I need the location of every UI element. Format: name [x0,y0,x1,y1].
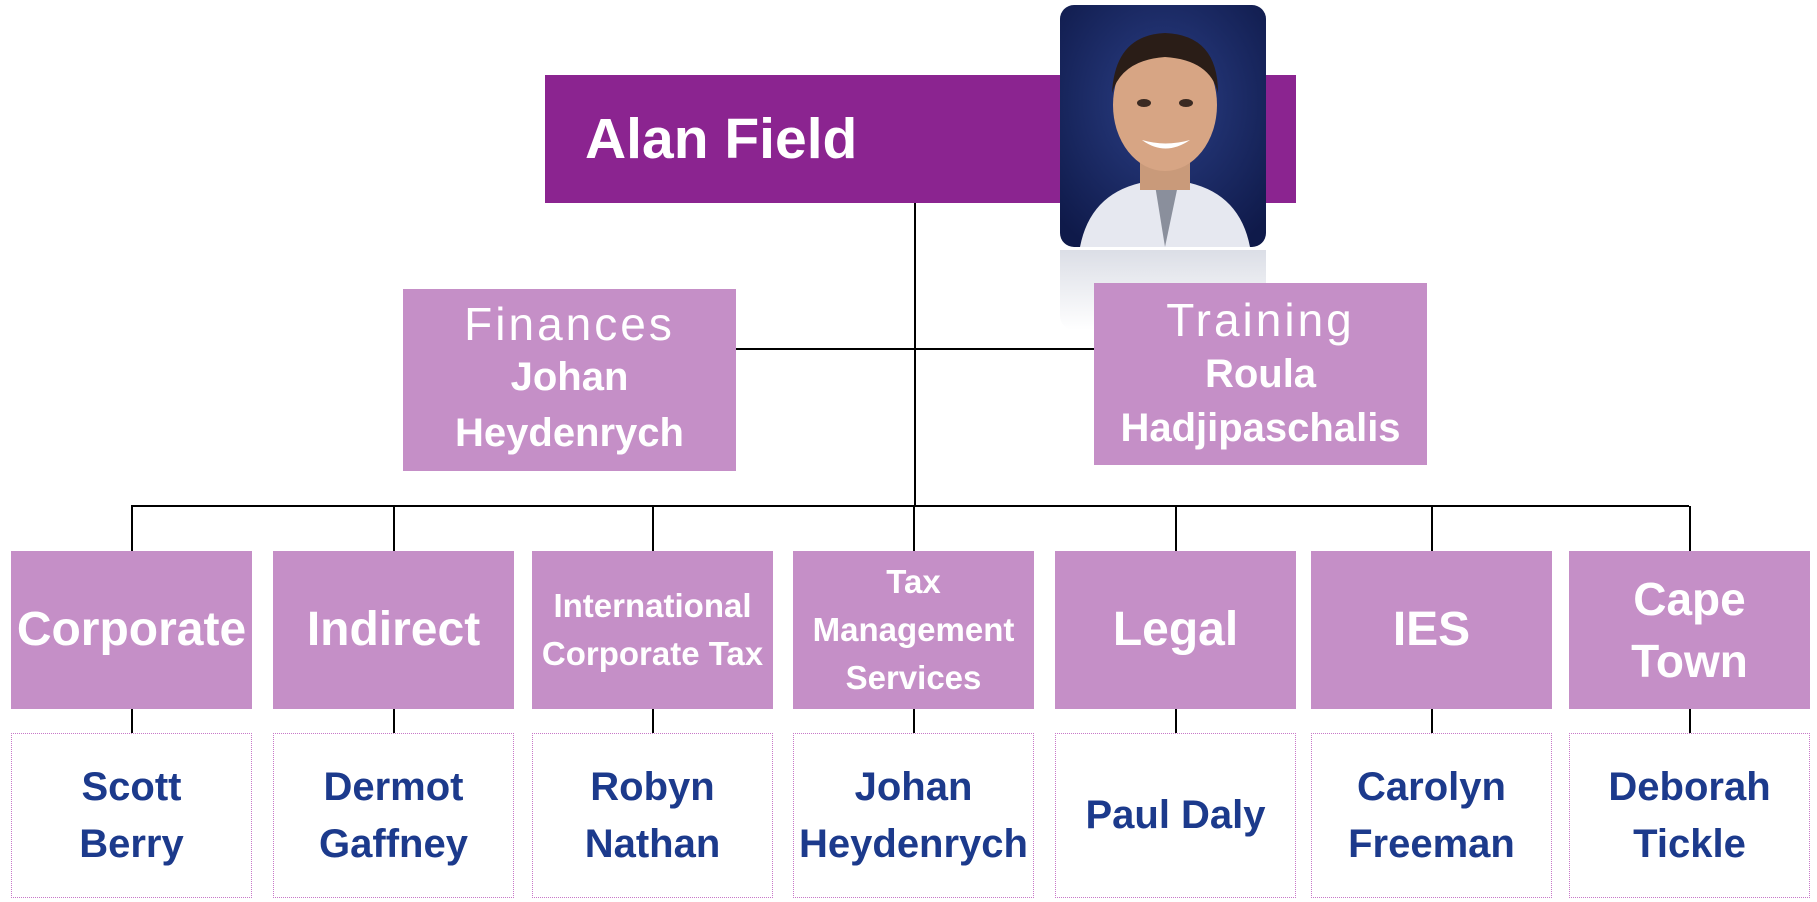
unit-leader-box: Scott Berry [11,733,252,898]
training-box: Training Roula Hadjipaschalis [1094,283,1427,465]
unit-box: Indirect [273,551,514,709]
unit-label: Corporate Tax [541,635,764,672]
leader-connector-line [392,709,395,733]
unit-box: IES [1311,551,1552,709]
unit-label: Indirect [306,603,481,656]
training-person-line1: Roula [1204,352,1317,396]
unit-drop-line [1688,506,1691,551]
units-bus-line [131,505,1689,507]
unit-label: Town [1631,635,1748,687]
leader-connector-line [1688,709,1691,733]
unit-leader-name: Robyn Nathan [584,764,721,866]
unit-drop-line [1174,506,1177,551]
unit-drop-line [912,506,915,551]
finances-person: Johan Heydenrych [455,355,684,455]
unit-leader-box: Johan Heydenrych [793,733,1034,898]
unit-label: Services [845,659,982,696]
unit-label: International [553,587,752,624]
unit-label: Tax [886,563,941,600]
unit-leader-name: Johan Heydenrych [799,764,1028,866]
unit-drop-line [392,506,395,551]
unit-leader-box: Paul Daly [1055,733,1296,898]
unit-box: Corporate [11,551,252,709]
leader-connector-line [1430,709,1433,733]
unit-leader-name: Paul Daly [1085,793,1266,837]
leader-connector-line [651,709,654,733]
staff-connector-line [736,348,1094,350]
unit-leader-box: Carolyn Freeman [1311,733,1552,898]
finances-box: Finances Johan Heydenrych [403,289,736,471]
unit-leader-box: Dermot Gaffney [273,733,514,898]
unit-drop-line [651,506,654,551]
training-person-line2: Hadjipaschalis [1120,406,1401,450]
unit-label: Management [812,611,1015,648]
unit-label: Corporate [16,603,247,656]
head-name: Alan Field [585,107,858,171]
finances-dept: Finances [464,298,675,350]
unit-leader-name: Deborah Tickle [1608,764,1771,866]
unit-leader-box: Robyn Nathan [532,733,773,898]
unit-label: IES [1392,603,1471,656]
head-photo [1060,5,1266,247]
leader-connector-line [130,709,133,733]
unit-box: Legal [1055,551,1296,709]
unit-leader-name: Scott Berry [79,764,184,866]
unit-drop-line [130,506,133,551]
unit-leader-name: Dermot Gaffney [319,764,468,866]
leader-connector-line [1174,709,1177,733]
unit-leader-box: Deborah Tickle [1569,733,1810,898]
unit-leader-name: Carolyn Freeman [1348,764,1515,866]
training-dept: Training [1166,294,1355,346]
unit-label: Cape [1633,573,1746,625]
leader-connector-line [912,709,915,733]
unit-label: Legal [1112,603,1239,656]
trunk-line [914,203,916,507]
unit-drop-line [1430,506,1433,551]
